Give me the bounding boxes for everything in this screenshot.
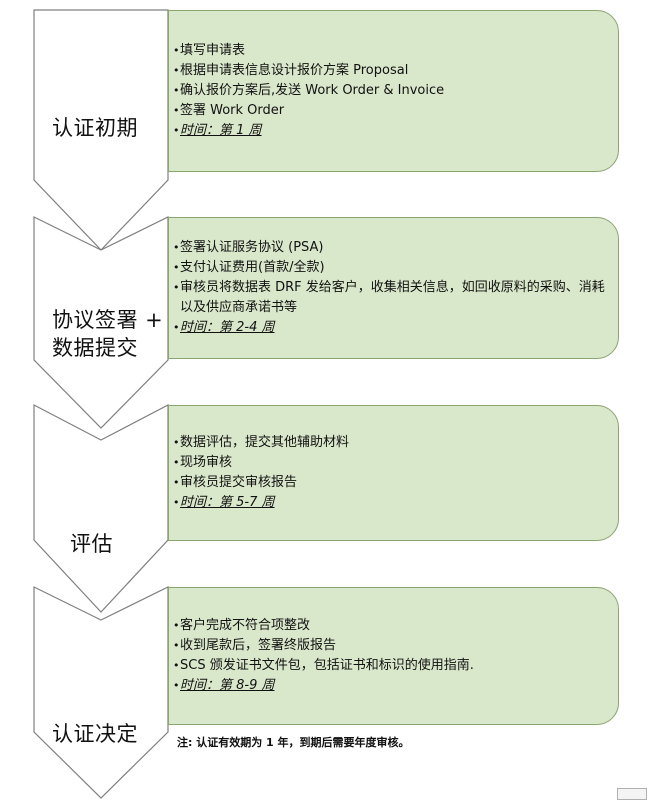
phase-1-box: 填写申请表 根据申请表信息设计报价方案 Proposal 确认报价方案后,发送 … [168,10,619,172]
phase-4-chevron [33,586,169,799]
phase-1-item: 填写申请表 [173,41,608,61]
phase-2-label: 协议签署 + 数据提交 [52,308,164,360]
phase-2-time: 时间：第 2-4 周 [173,318,608,338]
validity-note: 注: 认证有效期为 1 年，到期后需要年度审核。 [177,736,410,749]
phase-4-time: 时间：第 8-9 周 [173,676,608,696]
phase-1-item: 签署 Work Order [173,101,608,121]
phase-2-box: 签署认证服务协议 (PSA) 支付认证费用(首款/全款) 审核员将数据表 DRF… [168,217,619,359]
phase-3-time: 时间：第 5-7 周 [173,493,608,513]
phase-1-chevron [33,9,169,251]
phase-2-item: 审核员将数据表 DRF 发给客户，收集相关信息，如回收原料的采购、消耗以及供应商… [173,278,608,318]
phase-4-label: 认证决定 [52,722,138,746]
phase-2-item: 支付认证费用(首款/全款) [173,258,608,278]
phase-1-item: 根据申请表信息设计报价方案 Proposal [173,61,608,81]
phase-1-time: 时间：第 1 周 [173,121,608,141]
phase-2-chevron [33,216,169,429]
phase-4-item: 收到尾款后，签署终版报告 [173,636,608,656]
phase-4-item: 客户完成不符合项整改 [173,616,608,636]
phase-3-item: 审核员提交审核报告 [173,473,608,493]
phase-3-box: 数据评估，提交其他辅助材料 现场审核 审核员提交审核报告 时间：第 5-7 周 [168,405,619,541]
phase-4-box: 客户完成不符合项整改 收到尾款后，签署终版报告 SCS 颁发证书文件包，包括证书… [168,587,619,725]
phase-3-item: 现场审核 [173,453,608,473]
phase-3-chevron [33,404,169,613]
phase-4-item: SCS 颁发证书文件包，包括证书和标识的使用指南. [173,656,608,676]
phase-2-item: 签署认证服务协议 (PSA) [173,238,608,258]
phase-3-label: 评估 [70,532,113,556]
phase-3-item: 数据评估，提交其他辅助材料 [173,433,608,453]
phase-1-item: 确认报价方案后,发送 Work Order & Invoice [173,81,608,101]
phase-1-label: 认证初期 [52,116,138,140]
corner-mark [617,788,647,800]
